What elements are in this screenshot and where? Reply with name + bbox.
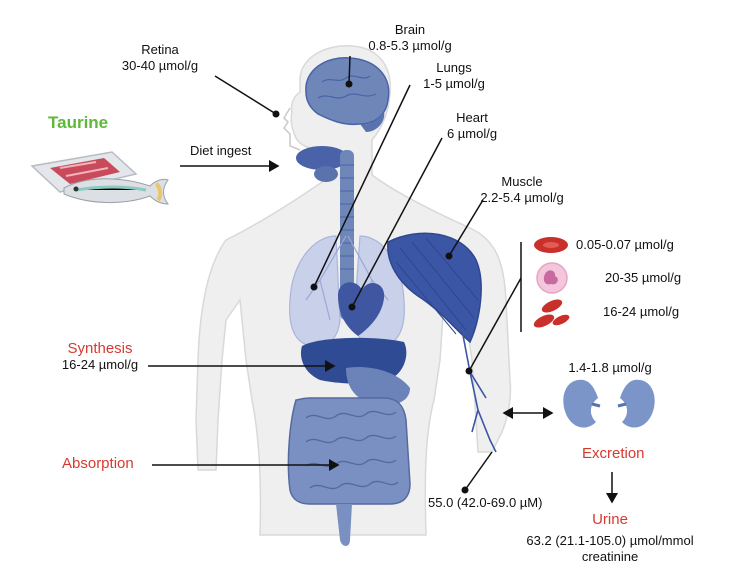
urine-value-line1: 63.2 (21.1-105.0) µmol/mmol xyxy=(526,533,694,548)
connector-dots xyxy=(272,80,473,494)
white-blood-cell-icon xyxy=(536,262,568,294)
muscle-value: 2.2-5.4 µmol/g xyxy=(480,190,564,205)
muscle-name: Muscle xyxy=(501,174,543,189)
liver-organ xyxy=(300,337,410,406)
wbc-value: 20-35 µmol/g xyxy=(605,270,682,285)
synthesis-title: Synthesis xyxy=(67,340,133,357)
heart-name: Heart xyxy=(456,110,488,125)
synthesis-label: Synthesis 16-24 µmol/g xyxy=(45,341,155,373)
diet-ingest-label: Diet ingest xyxy=(190,143,252,158)
arm-vessels xyxy=(461,329,497,453)
shoulder-muscle xyxy=(387,232,482,344)
brain-value: 0.8-5.3 µmol/g xyxy=(368,38,452,53)
red-blood-cell-icon xyxy=(534,237,568,253)
intestines-organ xyxy=(287,397,411,546)
airway-and-spine xyxy=(296,146,354,320)
heart-organ xyxy=(338,282,385,336)
lungs-name: Lungs xyxy=(436,60,472,75)
platelets-icon xyxy=(533,299,570,328)
lungs-label: Lungs 1-5 µmol/g xyxy=(404,60,504,92)
lungs-value: 1-5 µmol/g xyxy=(423,76,485,91)
platelet-value: 16-24 µmol/g xyxy=(603,304,680,319)
heart-value: 6 µmol/g xyxy=(446,126,498,141)
brain-name: Brain xyxy=(394,22,426,37)
synthesis-value: 16-24 µmol/g xyxy=(61,357,139,372)
title-taurine: Taurine xyxy=(48,113,109,132)
rbc-value: 0.05-0.07 µmol/g xyxy=(576,237,674,252)
muscle-label: Muscle 2.2-5.4 µmol/g xyxy=(462,174,582,206)
plasma-value: 55.0 (42.0-69.0 µM) xyxy=(428,495,543,510)
brain-organ xyxy=(305,57,390,132)
kidney-value: 1.4-1.8 µmol/g xyxy=(568,360,652,375)
connector-lines xyxy=(148,55,618,504)
retina-name: Retina xyxy=(141,42,179,57)
heart-label: Heart 6 µmol/g xyxy=(432,110,512,142)
absorption-title: Absorption xyxy=(62,455,134,472)
kidneys-icon xyxy=(563,379,655,428)
excretion-title: Excretion xyxy=(582,445,645,462)
retina-value: 30-40 µmol/g xyxy=(121,58,199,73)
urine-value-line2: creatinine xyxy=(581,549,639,564)
retina-label: Retina 30-40 µmol/g xyxy=(115,42,205,74)
brain-label: Brain 0.8-5.3 µmol/g xyxy=(350,22,470,54)
urine-title: Urine xyxy=(592,511,628,528)
taurine-food-icon xyxy=(30,151,169,205)
urine-label: Urine 63.2 (21.1-105.0) µmol/mmol creati… xyxy=(490,512,730,565)
